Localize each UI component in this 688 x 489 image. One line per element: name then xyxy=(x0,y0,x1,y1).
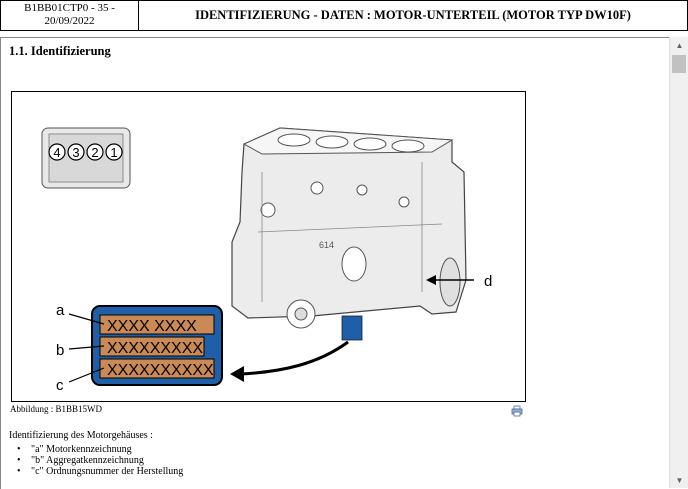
intro-text: Identifizierung des Motorgehäuses : xyxy=(9,430,153,441)
engine-block: 614 xyxy=(231,127,467,341)
list-item: "a" Motorkennzeichnung xyxy=(17,444,183,455)
callout-d: d xyxy=(484,273,492,290)
scroll-thumb[interactable] xyxy=(672,55,686,73)
block-number: 614 xyxy=(319,240,334,250)
list-item: "c" Ordnungsnummer der Herstellung xyxy=(17,466,183,477)
document-date: 20/09/2022 xyxy=(44,15,95,27)
page-title: IDENTIFIZIERUNG - DATEN : MOTOR-UNTERTEI… xyxy=(195,8,631,22)
plate-row-a: XXXX XXXX xyxy=(107,318,197,335)
page-header: B1BB01CTP0 - 35 - 20/09/2022 IDENTIFIZIE… xyxy=(0,0,688,31)
triangle-down-icon[interactable]: ▼ xyxy=(675,475,684,485)
figure-caption: Abbildung : B1BB15WD xyxy=(10,404,103,414)
cylinder-label: 4 xyxy=(53,145,60,160)
pointer-arrow xyxy=(239,340,349,376)
callout-a: a xyxy=(56,302,65,319)
print-icon[interactable] xyxy=(511,404,523,417)
plate-row-b: XXXXXXXXX xyxy=(107,340,203,357)
callout-c: c xyxy=(56,377,64,394)
callout-b: b xyxy=(56,342,64,359)
document-content[interactable]: 1.1. Identifizierung 4 3 2 1 xyxy=(0,37,670,489)
list-item: "b" Aggregatkennzeichnung xyxy=(17,455,183,466)
identification-list: "a" Motorkennzeichnung "b" Aggregatkennz… xyxy=(17,444,183,477)
plate-location-marker xyxy=(341,315,363,341)
cylinder-label: 2 xyxy=(91,145,98,160)
document-id: B1BB01CTP0 - 35 - xyxy=(24,2,115,14)
triangle-up-icon[interactable]: ▲ xyxy=(675,40,684,50)
cylinder-top-view: 4 3 2 1 xyxy=(41,127,131,189)
document-reference: B1BB01CTP0 - 35 - 20/09/2022 xyxy=(1,1,139,30)
engine-block-illustration: 4 3 2 1 xyxy=(41,127,492,394)
cylinder-label: 3 xyxy=(72,145,79,160)
engine-identification-figure: 4 3 2 1 xyxy=(11,91,526,402)
identification-plate: XXXX XXXX XXXXXXXXX XXXXXXXXXX xyxy=(91,305,223,386)
vertical-scrollbar[interactable]: ▲ ▼ xyxy=(669,37,688,488)
section-title: 1.1. Identifizierung xyxy=(9,44,111,58)
arrow-head xyxy=(230,366,244,382)
plate-row-c: XXXXXXXXXX xyxy=(107,362,214,379)
cylinder-label: 1 xyxy=(110,145,117,160)
